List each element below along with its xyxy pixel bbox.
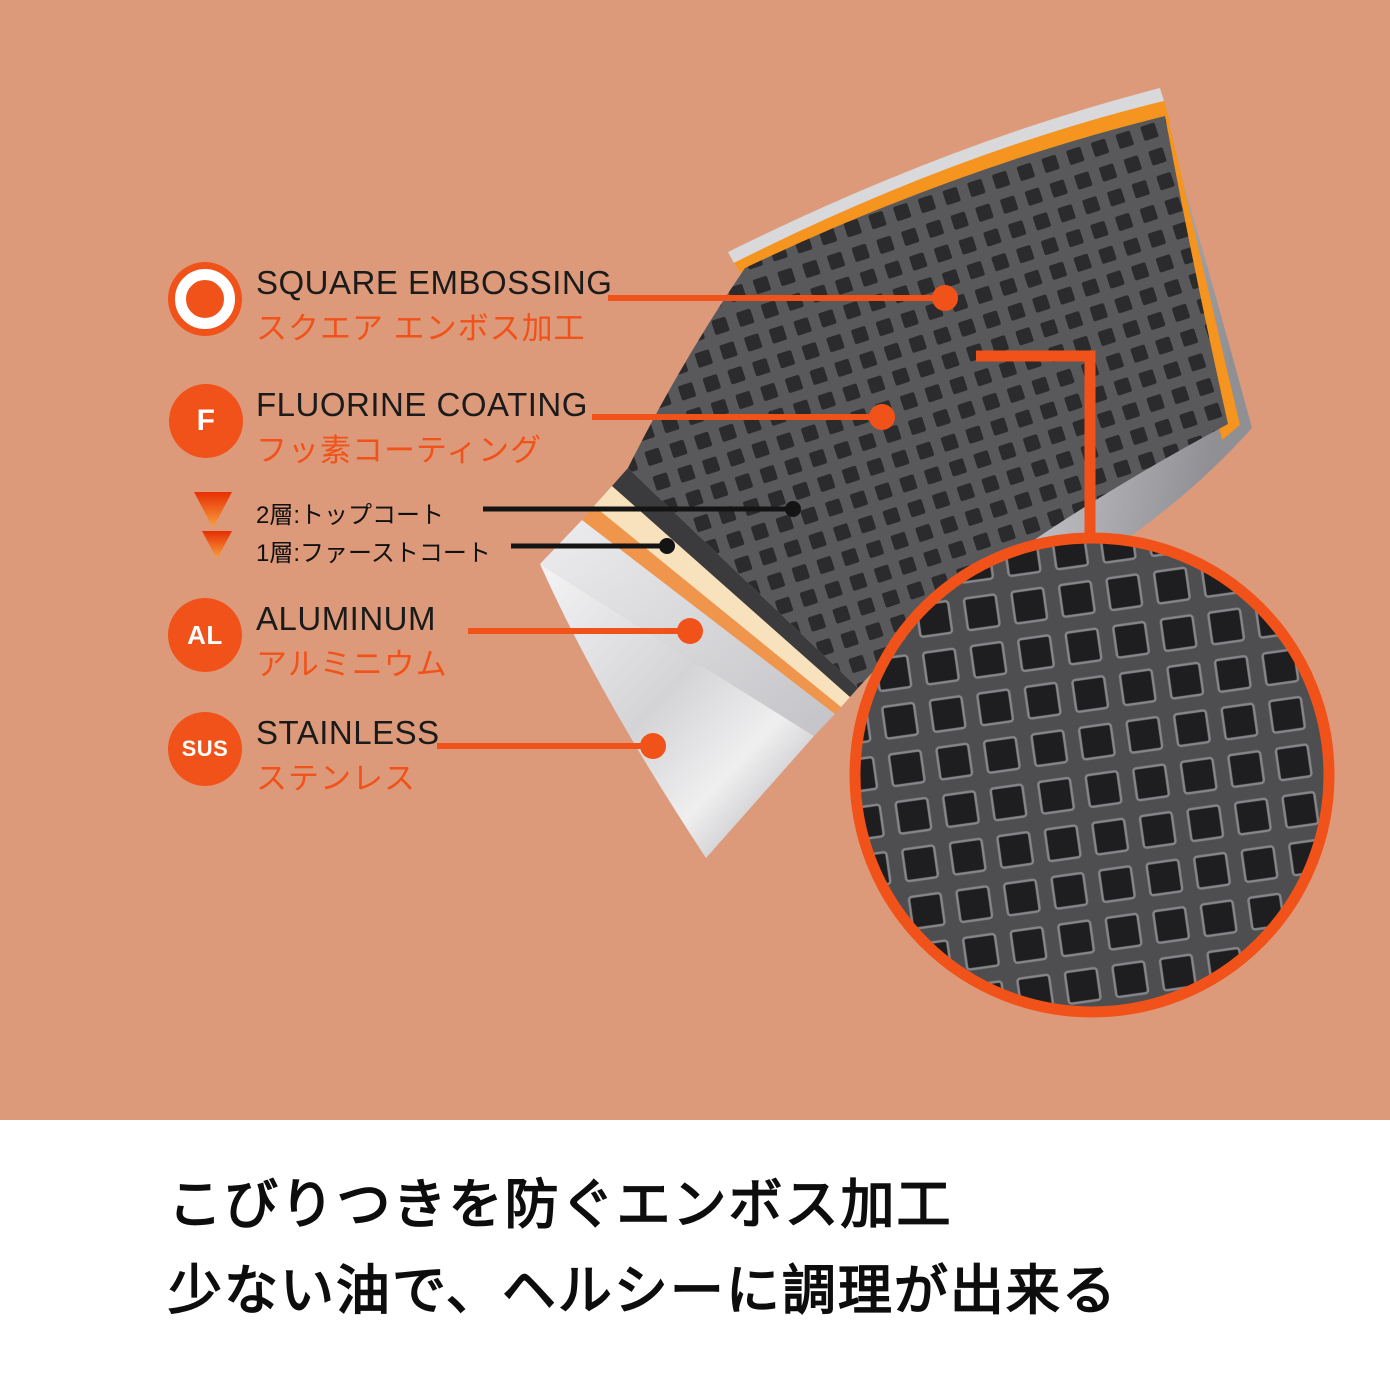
square-embossing-label-ja: スクエア エンボス加工 [256, 311, 586, 346]
aluminum-pointer-dot [677, 618, 703, 644]
aluminum-badge-text: AL [187, 619, 223, 650]
fluorine-badge-text: F [196, 404, 216, 437]
aluminum-label-en: ALUMINUM [256, 600, 437, 637]
stainless-label-en: STAINLESS [256, 714, 440, 751]
pan-embossed-surface [628, 116, 1228, 688]
magnifier-circle [849, 532, 1335, 1018]
pan-layer-stainless [540, 564, 814, 858]
fluorine-label-en: FLUORINE COATING [256, 386, 588, 423]
fluorine-label-ja: フッ素コーティング [256, 433, 543, 468]
embossing-pointer-dot [932, 285, 958, 311]
stainless-pointer-dot [640, 733, 666, 759]
fluorine-pointer-dot [869, 404, 895, 430]
square-embossing-label-en: SQUARE EMBOSSING [256, 264, 613, 301]
top-coat-note: 2層:トップコート [256, 502, 445, 529]
aluminum-label-ja: アルミニウム [256, 647, 448, 682]
stainless-badge-text: SUS [181, 736, 229, 761]
footer-headline-1: こびりつきを防ぐエンボス加工 [168, 1173, 953, 1236]
top-coat-pointer-dot [785, 501, 801, 517]
footer-band: こびりつきを防ぐエンボス加工 少ない油で、ヘルシーに調理が出来る [0, 1120, 1390, 1390]
first-coat-pointer-dot [659, 538, 675, 554]
pan-rim-lip [728, 88, 1164, 263]
pan-layer-top-coat [594, 486, 850, 707]
pan-layer-coating-underside [612, 468, 858, 697]
callout-leader-lines [437, 285, 958, 759]
square-embossing-ring-icon [168, 262, 242, 336]
first-coat-note: 1層:ファーストコート [256, 540, 491, 567]
aluminum-badge-icon: AL [168, 598, 242, 672]
magnifier-connector-line [976, 350, 1096, 548]
stainless-label-ja: ステンレス [256, 761, 416, 796]
fluorine-badge-icon: F [169, 384, 243, 458]
footer-headline-2: 少ない油で、ヘルシーに調理が出来る [168, 1259, 1118, 1322]
pan-layer-first-coat [582, 506, 841, 714]
stainless-badge-icon: SUS [168, 712, 242, 786]
ring-glyph [175, 269, 235, 329]
